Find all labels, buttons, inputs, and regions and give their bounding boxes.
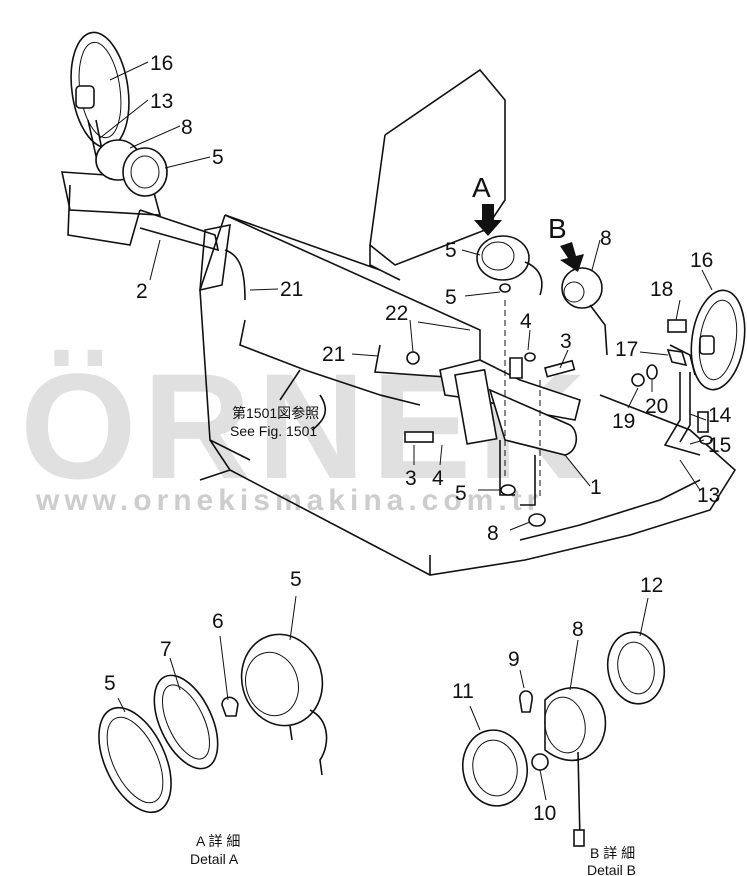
callout-5d: 5 [455,482,467,505]
callout-5f: 5 [104,672,116,695]
view-label-a: A [472,172,491,203]
callout-17: 17 [615,338,638,361]
callout-16: 16 [150,52,173,75]
left-mirror-assembly [60,31,246,301]
callout-12: 12 [640,574,663,597]
callout-3: 3 [560,330,572,353]
view-arrows: A B [472,172,584,272]
callout-14: 14 [708,404,732,427]
callout-10: 10 [533,802,556,825]
callout-4: 4 [520,310,532,333]
center-lamp-bracket [404,235,608,527]
callout-5: 5 [212,146,224,169]
callout-7: 7 [160,638,172,661]
callout-5b: 5 [445,239,457,262]
callout-8: 8 [181,116,193,139]
callout-21b: 21 [322,343,345,366]
right-mirror-assembly [631,289,746,456]
detail-a-drawing [98,633,328,814]
callout-9: 9 [508,648,520,671]
reference-note-en: See Fig. 1501 [230,423,317,439]
view-label-b: B [548,213,567,244]
callout-20: 20 [645,395,668,418]
callout-4b: 4 [432,467,444,490]
callout-18: 18 [650,278,673,301]
detail-b-en: Detail B [587,862,636,876]
reference-note: 第1501図参照 See Fig. 1501 [230,405,319,439]
callout-8b: 8 [600,227,612,250]
callout-labels: 16 13 8 5 2 21 22 21 5 5 4 3 8 16 18 17 … [104,52,732,825]
callout-13b: 13 [697,484,720,507]
callout-6: 6 [212,610,224,633]
callout-11: 11 [452,680,474,703]
callout-21: 21 [280,278,303,301]
callout-5e: 5 [290,568,302,591]
callout-8c: 8 [487,522,499,545]
callout-3b: 3 [405,467,417,490]
callout-5c: 5 [445,286,457,309]
callout-2: 2 [136,280,148,303]
detail-a-en: Detail A [190,851,239,867]
detail-b-jp: B 詳 細 [590,845,635,861]
callout-8d: 8 [572,618,584,641]
callout-1: 1 [590,476,602,499]
view-arrow-b-icon [560,242,584,272]
detail-captions: A 詳 細 Detail A B 詳 細 Detail B [190,833,636,876]
callout-16b: 16 [690,249,713,272]
view-arrow-a-icon [474,204,502,236]
callout-19: 19 [612,410,635,433]
leader-lines [99,61,713,801]
detail-a-jp: A 詳 細 [196,833,240,849]
callout-13: 13 [150,90,173,113]
callout-22: 22 [385,302,408,325]
detail-b-drawing [462,631,666,847]
callout-15: 15 [708,434,731,457]
reference-note-jp: 第1501図参照 [232,405,319,421]
